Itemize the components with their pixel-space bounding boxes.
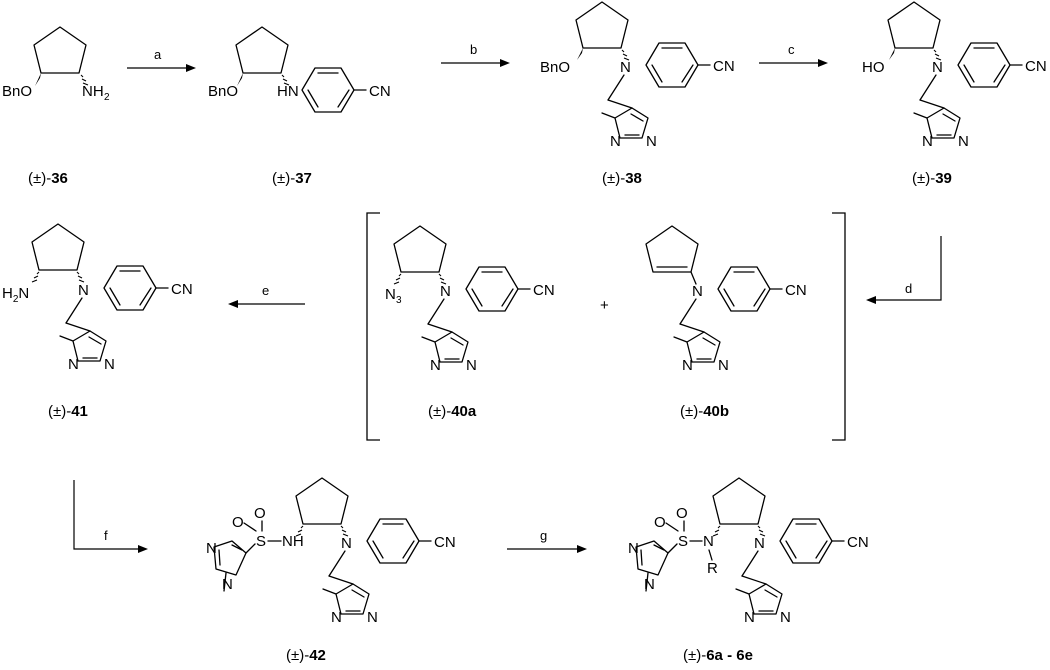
n-label: N — [331, 609, 342, 626]
n-label: N — [644, 576, 655, 593]
o-label: O — [232, 514, 244, 531]
structure-40b: N CN N N — [645, 225, 807, 374]
h2n-label: H2N — [2, 285, 29, 305]
arrow-d: d — [866, 236, 942, 304]
nh2-label: NH — [82, 83, 104, 100]
structure-6: O O S N R N N N CN N N — [628, 477, 869, 626]
n-label: N — [646, 133, 657, 150]
n-label: N — [620, 59, 631, 76]
n-label: N — [703, 533, 714, 550]
n-label: N — [78, 282, 89, 299]
cn-label: CN — [171, 281, 193, 298]
n-label: N — [922, 133, 933, 150]
arrow-g: g — [507, 528, 587, 553]
n-label: N — [692, 283, 703, 300]
compound-label-41: (±)-41 — [48, 403, 88, 420]
structure-41: H2N N CN N N — [2, 223, 193, 373]
n-label: N — [367, 609, 378, 626]
o-label: O — [654, 514, 666, 531]
reagent-label-a: a — [154, 47, 162, 62]
nh-label: NH — [282, 533, 304, 550]
n3-subscript: 3 — [396, 295, 402, 306]
reagent-label-e: e — [262, 283, 269, 298]
arrow-a: a — [127, 47, 196, 72]
reagent-label-b: b — [470, 42, 477, 57]
compound-label-38: (±)-38 — [602, 170, 642, 187]
n-label: N — [104, 356, 115, 373]
cn-label: CN — [434, 534, 456, 551]
ho-label: HO — [862, 59, 885, 76]
n-label: N — [754, 535, 765, 552]
structure-40a: N 3 N CN N N — [385, 225, 555, 374]
hn-label: HN — [277, 83, 299, 100]
n-label: N — [744, 609, 755, 626]
bno-label: BnO — [2, 83, 32, 100]
cn-label: CN — [369, 83, 391, 100]
n-label: N — [440, 283, 451, 300]
compound-label-37: (±)-37 — [272, 170, 312, 187]
n-label: N — [430, 357, 441, 374]
cn-label: CN — [785, 282, 807, 299]
structure-37: BnO HN CN — [208, 26, 391, 113]
n-label: N — [68, 356, 79, 373]
left-bracket — [366, 212, 380, 441]
n-label: N — [341, 535, 352, 552]
compound-label-39: (±)-39 — [912, 170, 952, 187]
n-label: N — [628, 540, 639, 557]
n-label: N — [682, 357, 693, 374]
compound-label-40a: (±)-40a — [428, 403, 477, 420]
n3-label: N — [385, 286, 396, 303]
n-label: N — [718, 357, 729, 374]
n-label: N — [932, 59, 943, 76]
r-label: R — [707, 560, 718, 577]
n-label: N — [222, 576, 233, 593]
cn-label: CN — [713, 58, 735, 75]
n-label: N — [958, 133, 969, 150]
compound-label-40b: (±)-40b — [680, 403, 729, 420]
compound-label-36: (±)-36 — [28, 170, 68, 187]
n-label: N — [466, 357, 477, 374]
s-label: S — [678, 533, 688, 550]
reagent-label-g: g — [540, 528, 547, 543]
n-label: N — [780, 609, 791, 626]
cn-label: CN — [847, 534, 869, 551]
compound-label-42: (±)-42 — [286, 647, 326, 664]
compound-label-6a-6e: (±)-6a - 6e — [683, 647, 753, 664]
structure-36: BnO NH 2 — [2, 26, 110, 103]
cn-label: CN — [533, 282, 555, 299]
nh2-subscript: 2 — [104, 92, 110, 103]
arrow-f: f — [73, 480, 148, 553]
n-label: N — [610, 133, 621, 150]
s-label: S — [256, 533, 266, 550]
right-bracket — [832, 212, 846, 441]
bno-label: BnO — [540, 59, 570, 76]
arrow-e: e — [228, 283, 305, 308]
plus-sign: + — [600, 297, 609, 314]
arrow-b: b — [441, 42, 510, 67]
structure-39: HO N CN N N — [862, 1, 1047, 150]
bno-label: BnO — [208, 83, 238, 100]
reagent-label-d: d — [905, 281, 912, 296]
arrow-c: c — [759, 42, 828, 67]
reagent-label-c: c — [788, 42, 795, 57]
n-label: N — [206, 540, 217, 557]
structure-38: BnO N CN N N — [540, 1, 735, 150]
structure-42: O O S NH N N N CN N N — [206, 477, 456, 626]
reagent-label-f: f — [104, 528, 108, 543]
o-label: O — [676, 505, 688, 522]
cn-label: CN — [1025, 58, 1047, 75]
o-label: O — [254, 505, 266, 522]
